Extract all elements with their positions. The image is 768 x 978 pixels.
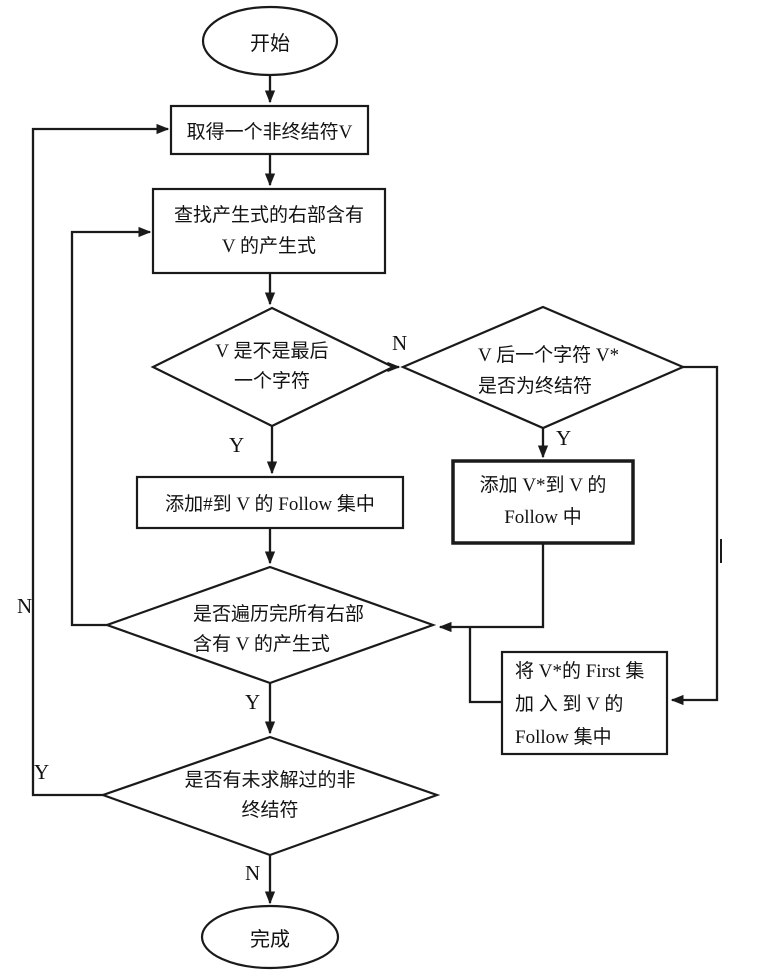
node-line: 开始 (250, 32, 290, 55)
connector-addvstar-to-alldone (438, 543, 545, 633)
process-find-productions-shape (151, 187, 387, 275)
node-line: 终结符 (241, 800, 299, 821)
end-terminator-shape (200, 904, 340, 970)
node-line: V 是不是最后 (215, 341, 329, 362)
decision-unsolved-remaining-shape (99, 735, 441, 857)
node-line: Follow 集中 (515, 727, 612, 748)
connector-addfirst-to-junction (468, 628, 502, 704)
branch-label-y-islast: Y (229, 433, 245, 457)
process-add-hash-shape (135, 475, 405, 530)
node-line: 是否有未求解过的非 (184, 770, 356, 791)
branch-label-y-alldone: Y (245, 690, 261, 714)
node-line: 是否为终结符 (478, 376, 593, 397)
node-line: 完成 (250, 928, 290, 951)
start-terminator-shape (201, 5, 339, 77)
process-add-first-set-shape (500, 650, 669, 756)
node-line: V 的产生式 (221, 236, 317, 257)
node-line: Follow 中 (504, 507, 582, 528)
branch-label-y-nextterminal: Y (556, 426, 572, 450)
branch-label-n-islast: N (392, 331, 408, 355)
node-line: 是否遍历完所有右部 (193, 604, 365, 625)
node-line: 添加 V*到 V 的 (479, 475, 607, 496)
process-get-nonterminal-shape (169, 104, 370, 156)
node-line: 一个字符 (233, 371, 310, 392)
connector-alldone-n-loop-to-findprod (70, 226, 152, 627)
start-terminator-label: 开始 (203, 7, 337, 75)
process-add-vstar-label: 添加 V*到 V 的 Follow 中 (453, 461, 633, 543)
process-find-productions-label: 查找产生式的右部含有 V 的产生式 (153, 189, 385, 273)
branch-label-n-loop: N (17, 594, 33, 618)
decision-iterated-all-shape (103, 565, 437, 685)
connector-unsolved-y-loop-to-getv (31, 123, 170, 797)
process-add-first-set-label: 将 V*的 First 集 加 入 到 V 的 Follow 集中 (515, 655, 644, 754)
process-add-hash-label: 添加#到 V 的 Follow 集中 (137, 477, 403, 528)
decision-next-is-terminal-label: V 后一个字符 V* 是否为终结符 (478, 340, 619, 402)
node-line: 加 入 到 V 的 (515, 694, 624, 715)
decision-unsolved-remaining-label: 是否有未求解过的非 终结符 (170, 765, 370, 827)
node-line: 含有 V 的产生式 (193, 634, 330, 655)
branch-label-n-finish: N (245, 861, 261, 885)
process-get-nonterminal-label: 取得一个非终结符V (171, 106, 368, 154)
node-line: 查找产生式的右部含有 (173, 205, 364, 226)
node-line: 将 V*的 First 集 (515, 661, 645, 682)
decision-next-is-terminal-shape (400, 305, 686, 430)
process-add-vstar-shape (451, 459, 635, 545)
node-line: 取得一个非终结符V (186, 121, 353, 143)
end-terminator-label: 完成 (203, 907, 337, 967)
decision-is-last-char-label: V 是不是最后 一个字符 (172, 336, 372, 398)
decision-is-last-char-shape (150, 306, 396, 428)
branch-label-y-loop: Y (34, 760, 50, 784)
node-line: 添加#到 V 的 Follow 集中 (165, 494, 375, 515)
node-line: V 后一个字符 V* (478, 345, 620, 366)
connector-nextterminal-n-to-addfirst (670, 365, 719, 706)
decision-iterated-all-label: 是否遍历完所有右部 含有 V 的产生式 (193, 600, 364, 660)
